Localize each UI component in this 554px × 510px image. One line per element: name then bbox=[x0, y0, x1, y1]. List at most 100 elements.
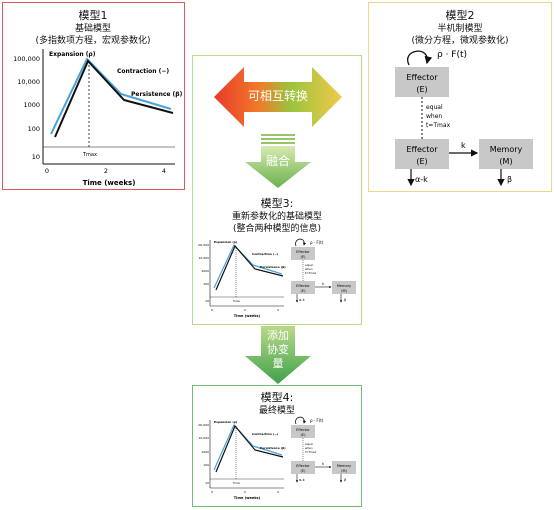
mini-y-tick: 100,000 bbox=[198, 423, 209, 427]
merge-arrow-shape bbox=[245, 146, 311, 188]
mini-expansion-label: Expansion (ρ) bbox=[214, 420, 238, 424]
double-arrow-shape bbox=[214, 67, 342, 127]
mini-equal-l3: t=Tmax bbox=[305, 450, 317, 454]
add-covariates-label: 添加 协变 量 bbox=[243, 329, 313, 371]
y-tick: 100 bbox=[28, 125, 40, 133]
mini-tmax-label: Tmax bbox=[233, 481, 240, 485]
effector-bottom-node bbox=[395, 139, 449, 169]
contraction-label: Contraction (−) bbox=[117, 68, 169, 75]
memory-label2: (M) bbox=[499, 157, 512, 166]
mini-persistence-label: Persistence (β) bbox=[260, 265, 286, 269]
black-curve bbox=[54, 59, 174, 138]
add-covariates-arrow-shape bbox=[245, 326, 311, 384]
interconvert-label: 可相互转换 bbox=[247, 89, 308, 103]
mini-x-tick: 0 bbox=[211, 490, 213, 494]
mini-y-tick: 10 bbox=[205, 481, 209, 485]
equal-label1: equal bbox=[426, 104, 443, 111]
model2-title: 模型2 bbox=[445, 9, 475, 22]
expansion-label: Expansion (ρ) bbox=[49, 51, 96, 58]
interconvert-arrow bbox=[214, 67, 342, 127]
y-tick: 10 bbox=[32, 153, 40, 161]
mini-beta-label: β bbox=[344, 478, 346, 482]
mini-black-curve bbox=[215, 424, 284, 473]
add-covariates-line2: 协变 bbox=[267, 343, 289, 356]
mini-effector-bottom-l1: Effector bbox=[296, 464, 310, 468]
mini-alpha-label: α-k bbox=[299, 298, 306, 302]
mini-memory bbox=[332, 461, 356, 474]
mini-effector-top-l1: Effector bbox=[296, 250, 310, 254]
mini-effector-top-l1: Effector bbox=[296, 428, 310, 432]
model1-graph: 100,000 10,000 1000 100 10 0 2 4 Expansi… bbox=[13, 49, 183, 187]
x-tick: 0 bbox=[45, 167, 49, 175]
model4-panel bbox=[192, 385, 362, 507]
mini-x-tick: 4 bbox=[277, 308, 279, 312]
effector-top-label1: Effector bbox=[406, 73, 438, 82]
mini-x-tick: 0 bbox=[211, 308, 213, 312]
mini-y-tick: 10,000 bbox=[199, 436, 210, 440]
mini-loop-label: ρ · F(t) bbox=[310, 418, 324, 423]
x-axis-label: Time (weeks) bbox=[83, 179, 136, 187]
blue-curve bbox=[50, 57, 172, 135]
model2-subtitle1: 半机制模型 bbox=[437, 24, 483, 34]
mini-alpha-label: α-k bbox=[299, 478, 306, 482]
model3-subtitle1: 重新参数化的基础模型 bbox=[231, 212, 322, 222]
mini-effector-bottom-l2: (E) bbox=[301, 469, 307, 473]
mini-effector-top bbox=[291, 425, 315, 438]
mini-y-tick: 1000 bbox=[201, 269, 209, 273]
memory-label1: Memory bbox=[490, 145, 523, 154]
x-tick: 4 bbox=[162, 167, 166, 175]
mini-equal-l1: equal bbox=[305, 442, 313, 446]
mini-loop-arrow bbox=[295, 416, 307, 425]
mini-x-tick: 2 bbox=[244, 308, 246, 312]
model4-mini-graph: 100,000 10,000 1000 100 10 Expansion (ρ)… bbox=[198, 420, 286, 500]
mini-x-axis-label: Time (weeks) bbox=[234, 314, 261, 318]
mini-memory-l1: Memory bbox=[337, 464, 351, 468]
mini-effector-top bbox=[291, 247, 315, 260]
y-tick: 1000 bbox=[23, 101, 40, 109]
model2-panel: 模型2 半机制模型 (微分方程，微观参数化) ρ · F(t) Effector… bbox=[368, 2, 552, 192]
effector-top-label2: (E) bbox=[416, 85, 427, 94]
effector-bottom-label1: Effector bbox=[406, 145, 438, 154]
mini-contraction-label: Contraction (−) bbox=[252, 432, 279, 436]
mini-x-tick: 4 bbox=[277, 490, 279, 494]
persistence-label: Persistence (β) bbox=[131, 91, 183, 98]
mini-loop-label: ρ · F(t) bbox=[310, 240, 324, 245]
mini-loop-arrow bbox=[295, 238, 307, 247]
mini-memory-l1: Memory bbox=[337, 284, 351, 288]
mini-y-tick: 100 bbox=[203, 282, 209, 286]
tmax-label: Tmax bbox=[82, 152, 97, 158]
mini-expansion-label: Expansion (ρ) bbox=[214, 240, 238, 244]
alpha-label: α-k bbox=[415, 175, 428, 184]
mini-contraction-label: Contraction (−) bbox=[252, 252, 279, 256]
mini-y-tick: 100 bbox=[203, 463, 209, 467]
model1-title: 模型1 bbox=[78, 9, 108, 22]
mini-x-tick: 2 bbox=[244, 490, 246, 494]
equal-label2: when bbox=[426, 113, 442, 120]
mini-effector-bottom bbox=[291, 461, 315, 474]
mini-equal-l2: when bbox=[305, 446, 313, 450]
mini-black-curve bbox=[215, 244, 284, 291]
mini-effector-bottom-l2: (E) bbox=[301, 289, 307, 293]
model2-subtitle2: (微分方程，微观参数化) bbox=[411, 36, 509, 46]
model1-subtitle2: (多指数项方程，宏观参数化) bbox=[35, 36, 151, 46]
mini-y-tick: 10,000 bbox=[199, 256, 210, 260]
y-tick: 100,000 bbox=[13, 55, 40, 63]
memory-node bbox=[479, 139, 533, 169]
mini-beta-label: β bbox=[344, 298, 346, 302]
mini-memory-l2: (M) bbox=[341, 289, 347, 293]
mini-effector-bottom-l1: Effector bbox=[296, 284, 310, 288]
add-covariates-line1: 添加 bbox=[267, 329, 289, 342]
effector-top-node bbox=[395, 67, 449, 97]
mini-k-label: k bbox=[322, 282, 325, 286]
beta-label: β bbox=[507, 175, 512, 184]
y-tick: 10,000 bbox=[17, 78, 40, 86]
mini-x-axis-label: Time (weeks) bbox=[234, 496, 261, 500]
mini-k-label: k bbox=[322, 462, 325, 466]
add-covariates-arrow bbox=[245, 326, 311, 384]
model1-subtitle1: 基础模型 bbox=[74, 24, 111, 34]
model4-subtitle1: 最终模型 bbox=[258, 406, 295, 416]
effector-bottom-label2: (E) bbox=[416, 157, 427, 166]
mini-equal-l2: when bbox=[305, 267, 313, 271]
merge-label: 融合 bbox=[265, 154, 290, 168]
model1-panel: 模型1 基础模型 (多指数项方程，宏观参数化) 100,000 10,000 1… bbox=[2, 2, 185, 190]
